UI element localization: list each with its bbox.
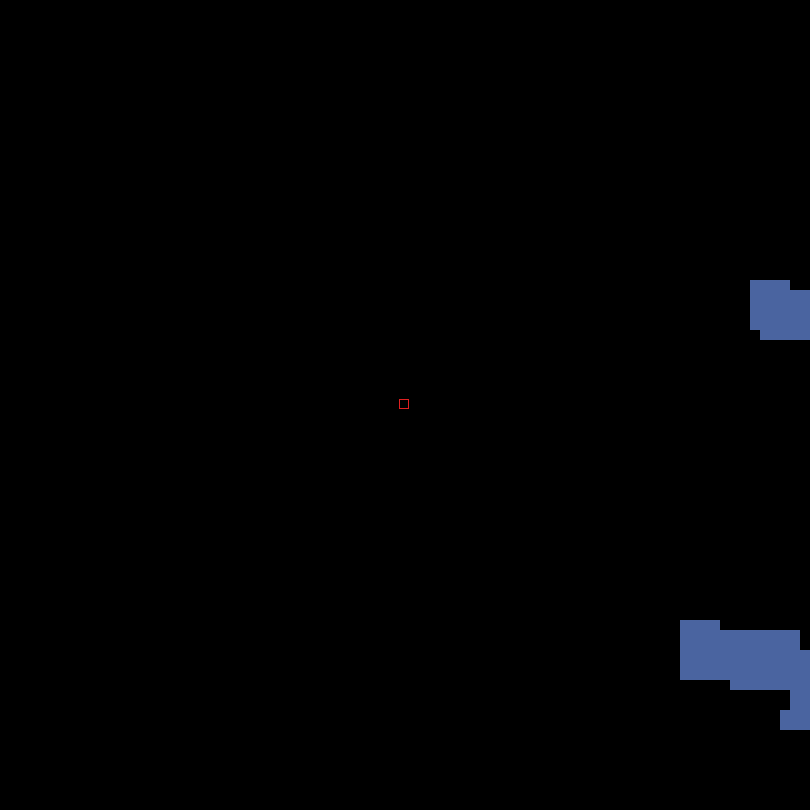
terrain-tile [730,680,810,690]
terrain-tile [790,690,810,710]
terrain-tile [750,280,790,290]
terrain-tile [680,620,720,630]
terrain-tile [680,650,810,680]
terrain-tile [780,710,810,730]
terrain-tile [680,630,800,650]
terrain-tile [750,290,810,330]
selection-square-icon[interactable] [399,399,409,409]
terrain-tile [760,330,810,340]
